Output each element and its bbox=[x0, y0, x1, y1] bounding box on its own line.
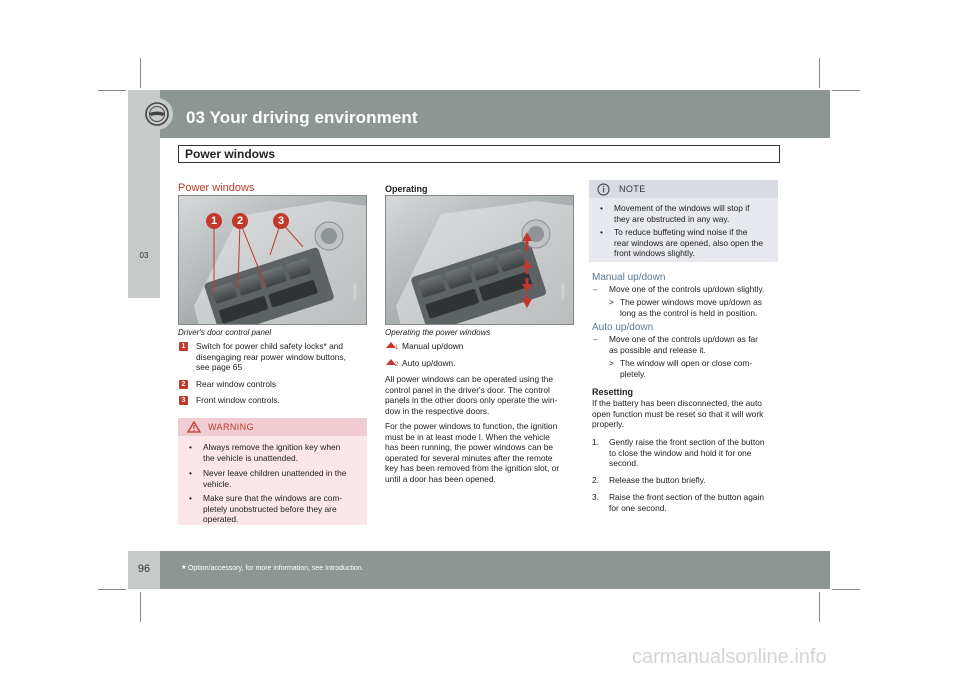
note-box: NOTE Movement of the windows will stop i… bbox=[589, 180, 778, 262]
image-caption: Operating the power windows bbox=[385, 328, 491, 337]
item-2-text: Rear window controls bbox=[196, 379, 277, 389]
crop-mark bbox=[140, 592, 141, 622]
reset-step-3-number: 3. bbox=[592, 492, 599, 502]
manual-arrow-icon: 1 bbox=[386, 342, 399, 350]
footer-side-block bbox=[128, 551, 160, 589]
manual-heading: Manual up/down bbox=[592, 272, 666, 283]
footnote: *Option/accessory, for more information,… bbox=[182, 564, 364, 575]
warning-title: WARNING bbox=[208, 422, 254, 432]
paragraph-1: All power windows can be operated using … bbox=[385, 374, 558, 416]
note-title: NOTE bbox=[619, 184, 646, 194]
item-3-text: Front window controls. bbox=[196, 395, 280, 405]
crop-mark bbox=[819, 592, 820, 622]
paragraph-2: For the power windows to function, the i… bbox=[385, 421, 560, 484]
crop-mark bbox=[832, 589, 860, 590]
header-band bbox=[160, 90, 830, 138]
watermark: carmanualsonline.info bbox=[632, 646, 827, 668]
item-badge-3: 3 bbox=[179, 396, 188, 405]
callout-3: 3 bbox=[273, 213, 289, 229]
item-badge-1: 1 bbox=[179, 342, 188, 351]
item-badge-2: 2 bbox=[179, 380, 188, 389]
chapter-title: 03 Your driving environment bbox=[186, 108, 418, 127]
image-code: G000000 bbox=[352, 283, 357, 300]
svg-text:2: 2 bbox=[395, 362, 399, 367]
item-1-text: Switch for power child safety locks* and… bbox=[196, 341, 346, 373]
crop-mark bbox=[98, 90, 126, 91]
image-code: G000000 bbox=[560, 283, 565, 300]
warning-bullet-3: Make sure that the windows are com-plete… bbox=[189, 493, 342, 525]
crop-mark bbox=[819, 58, 820, 88]
footer-band bbox=[160, 551, 830, 589]
callout-1: 1 bbox=[206, 213, 222, 229]
warning-header bbox=[178, 418, 367, 436]
section-title: Power windows bbox=[185, 147, 276, 161]
callout-lines bbox=[213, 221, 304, 293]
auto-step: Move one of the controls up/down as fara… bbox=[593, 334, 758, 355]
operating-windows-image bbox=[385, 195, 574, 325]
resetting-intro: If the battery has been disconnected, th… bbox=[592, 398, 764, 430]
chapter-side-tab: 03 bbox=[128, 138, 160, 298]
warning-box: WARNING Always remove the ignition key w… bbox=[178, 418, 367, 525]
manual-step: Move one of the controls up/down slightl… bbox=[593, 284, 764, 295]
reset-step-3: Raise the front section of the button ag… bbox=[609, 492, 765, 513]
page-number: 96 bbox=[137, 563, 151, 575]
crop-mark bbox=[98, 589, 126, 590]
section-title-bar: Power windows bbox=[178, 145, 780, 163]
reset-step-1-number: 1. bbox=[592, 437, 599, 447]
side-tab-label: 03 bbox=[139, 251, 149, 260]
note-header bbox=[589, 180, 778, 198]
operating-heading: Operating bbox=[385, 184, 428, 194]
reset-step-1: Gently raise the front section of the bu… bbox=[609, 437, 765, 469]
svg-text:1: 1 bbox=[395, 345, 399, 350]
image-caption: Driver's door control panel bbox=[178, 328, 272, 337]
crop-mark bbox=[832, 90, 860, 91]
warning-bullet-2: Never leave children unattended in theve… bbox=[189, 468, 346, 489]
info-icon bbox=[597, 183, 610, 196]
reset-step-2-number: 2. bbox=[592, 475, 599, 485]
note-bullet-1: Movement of the windows will stop ifthey… bbox=[600, 203, 750, 224]
resetting-heading: Resetting bbox=[592, 387, 634, 397]
auto-result: The window will open or close com-pletel… bbox=[609, 358, 752, 379]
section-heading: Power windows bbox=[178, 182, 255, 194]
auto-arrow-icon: 2 bbox=[386, 359, 399, 367]
crop-mark bbox=[140, 58, 141, 88]
steering-wheel-icon bbox=[141, 98, 173, 130]
manual-item-text: Manual up/down bbox=[402, 341, 464, 351]
callout-2: 2 bbox=[232, 213, 248, 229]
auto-heading: Auto up/down bbox=[592, 322, 654, 333]
auto-item-text: Auto up/down. bbox=[402, 358, 456, 368]
reset-step-2: Release the button briefly. bbox=[609, 475, 706, 485]
warning-triangle-icon bbox=[187, 421, 201, 433]
door-control-panel-image bbox=[178, 195, 367, 325]
note-bullet-2: To reduce buffeting wind noise if therea… bbox=[600, 227, 763, 259]
